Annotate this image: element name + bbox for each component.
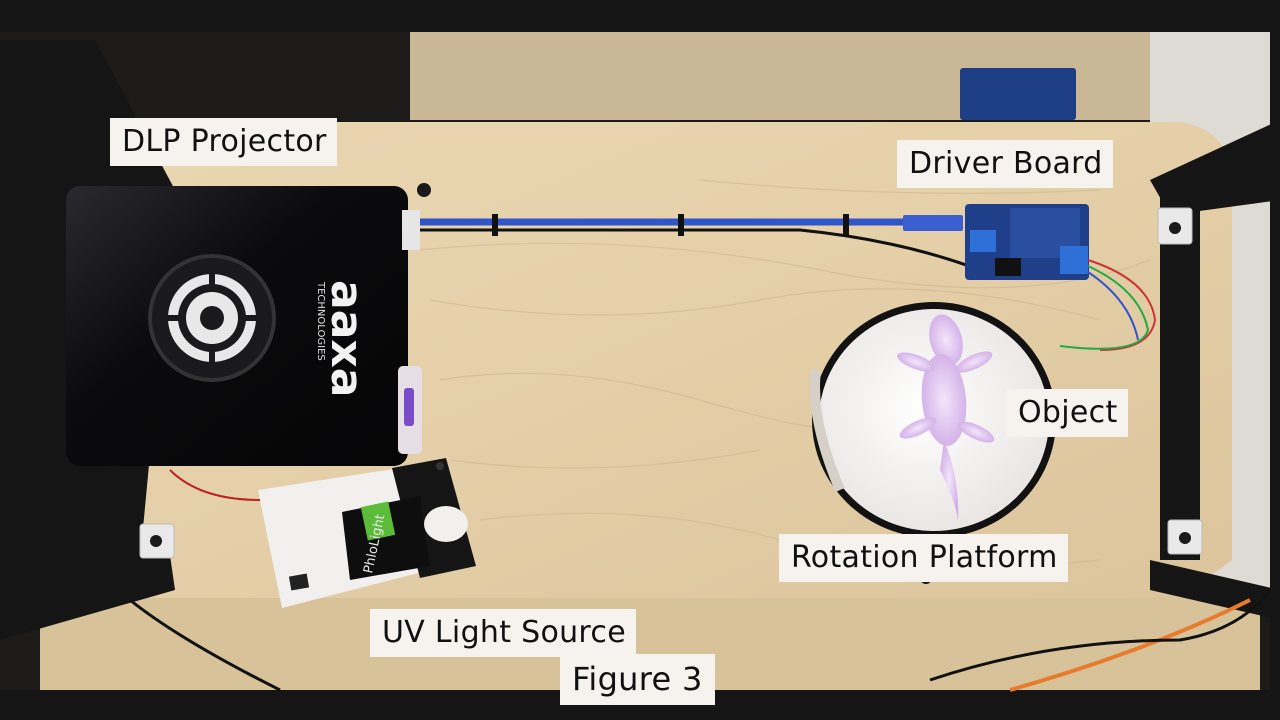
lizard-object: [897, 314, 995, 520]
orange-cable: [1009, 598, 1251, 692]
driver-board-label: Driver Board: [897, 140, 1113, 188]
usb-plug: [903, 215, 963, 231]
background-board: [960, 68, 1076, 120]
black-cable-left: [129, 598, 281, 692]
cable-ties: [492, 214, 849, 236]
uv-light-source-label: UV Light Source: [370, 609, 636, 657]
dlp-projector-label: DLP Projector: [110, 118, 337, 166]
driver-board: [965, 204, 1157, 351]
uv-light-source: [258, 458, 476, 608]
projector-logo-sub: TECHNOLOGIES: [315, 281, 326, 361]
black-cable: [412, 228, 981, 272]
dlp-projector: [66, 186, 422, 466]
figure-caption: Figure 3: [560, 654, 715, 705]
projector-logo: aaxa: [321, 280, 372, 397]
projector-wires: [169, 469, 321, 502]
rotation-platform-label: Rotation Platform: [779, 534, 1068, 582]
black-cable-bottom: [929, 589, 1272, 682]
object-label: Object: [1006, 389, 1128, 437]
